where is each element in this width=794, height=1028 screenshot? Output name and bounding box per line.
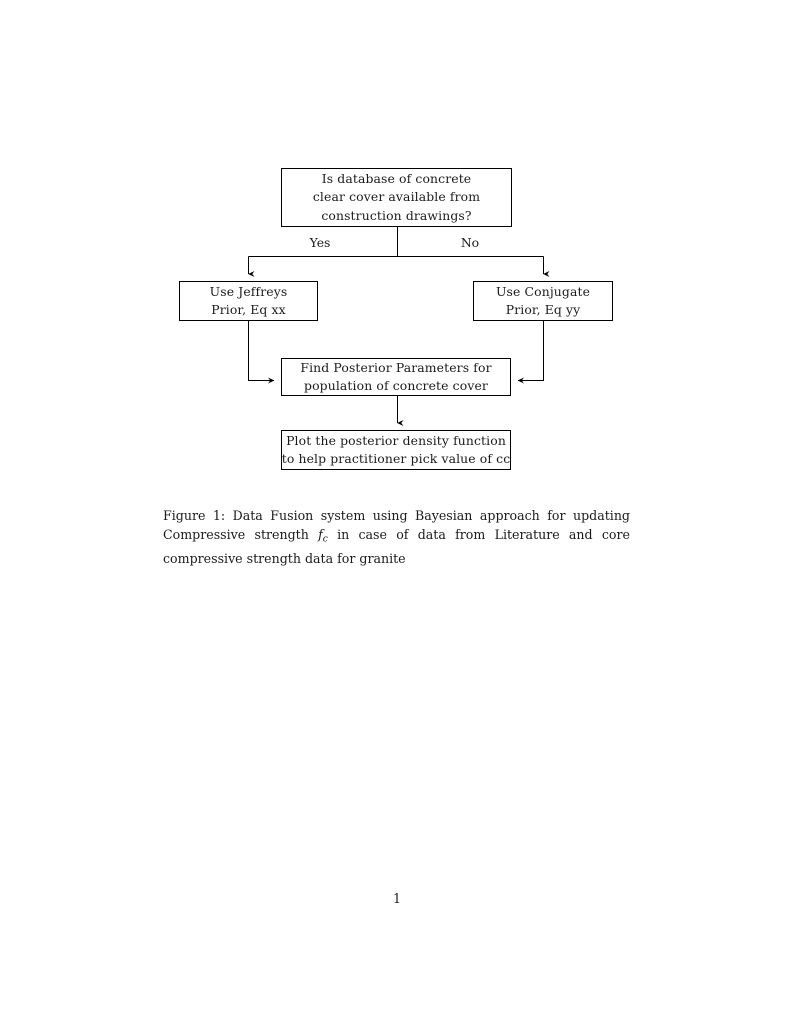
- figure-caption-text-before: Data Fusion system using Bayesian approa…: [163, 507, 630, 542]
- decision-node-line-1: Is database of concrete: [321, 171, 472, 187]
- edge-label-yes: Yes: [309, 235, 331, 250]
- jeffreys-prior-node: Use Jeffreys Prior, Eq xx: [179, 281, 318, 321]
- figure-caption: Figure 1: Data Fusion system using Bayes…: [163, 506, 630, 569]
- edge-label-no: No: [460, 235, 480, 250]
- conjugate-prior-node-line-2: Prior, Eq yy: [505, 302, 581, 317]
- figure-caption-text-after: in case of data from Literature and core…: [163, 526, 630, 567]
- figure-container: Is database of concrete clear cover avai…: [0, 0, 794, 500]
- decision-node: Is database of concrete clear cover avai…: [281, 168, 512, 227]
- figure-caption-label: Figure 1:: [163, 507, 226, 523]
- math-base: f: [318, 526, 323, 542]
- conjugate-prior-node-line-1: Use Conjugate: [495, 283, 591, 299]
- plot-posterior-node: Plot the posterior density function to h…: [281, 430, 511, 470]
- flowchart-connectors: [247, 227, 550, 426]
- find-posterior-node-line-1: Find Posterior Parameters for: [300, 359, 492, 375]
- conjugate-prior-node: Use Conjugate Prior, Eq yy: [473, 281, 613, 321]
- plot-posterior-node-line-2: to help practitioner pick value of cc: [281, 451, 511, 466]
- edge-conjugate-to-posterior: [517, 321, 545, 384]
- decision-node-line-3: construction drawings?: [321, 207, 472, 223]
- plot-posterior-node-line-1: Plot the posterior density function: [286, 432, 506, 448]
- figure-caption-math-fc: fc: [318, 526, 328, 545]
- edge-jeffreys-to-posterior: [247, 321, 275, 384]
- find-posterior-node-line-2: population of concrete cover: [304, 378, 488, 393]
- jeffreys-prior-node-line-1: Use Jeffreys: [209, 283, 288, 299]
- find-posterior-node: Find Posterior Parameters for population…: [281, 358, 511, 396]
- math-subscript: c: [322, 534, 328, 545]
- page-number: 1: [392, 891, 401, 906]
- decision-node-line-2: clear cover available from: [312, 189, 481, 205]
- jeffreys-prior-node-line-2: Prior, Eq xx: [211, 302, 286, 317]
